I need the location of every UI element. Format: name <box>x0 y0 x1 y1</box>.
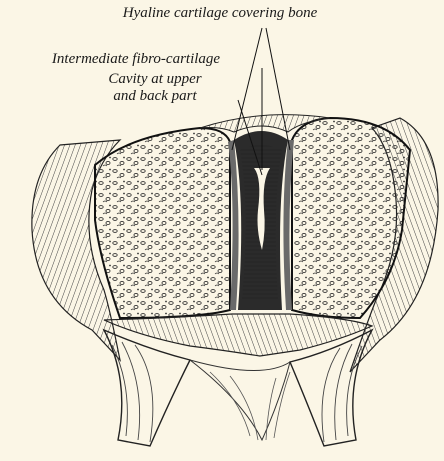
central-lower-lines <box>210 372 290 440</box>
label-fibro-cartilage: Intermediate fibro-cartilage <box>6 51 266 68</box>
arcuate-ligament <box>104 314 372 356</box>
label-cavity-line1: Cavity at upper <box>108 71 201 87</box>
left-pubic-bone <box>95 128 230 318</box>
label-cavity: Cavity at upper and back part <box>75 71 235 105</box>
hyaline-leader-2 <box>266 28 290 150</box>
label-cavity-line2: and back part <box>113 88 196 104</box>
right-ramus-lines <box>322 344 362 442</box>
label-hyaline-cartilage: Hyaline cartilage covering bone <box>70 5 370 22</box>
central-lower-arch <box>190 360 290 440</box>
